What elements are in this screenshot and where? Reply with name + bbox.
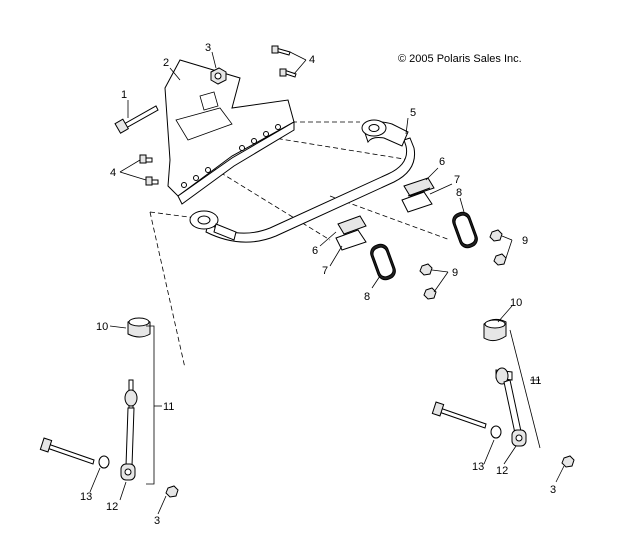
callout-6-left: 6 <box>312 245 318 257</box>
leader-lines <box>89 51 565 515</box>
callout-12-left: 12 <box>106 501 118 513</box>
callout-5: 5 <box>410 107 416 119</box>
right-bushing-set <box>401 177 507 266</box>
callout-4-top: 4 <box>309 54 315 66</box>
callout-3-top: 3 <box>205 42 211 54</box>
callout-9-right: 9 <box>522 235 528 247</box>
callout-10-left: 10 <box>96 321 108 333</box>
right-link-assembly <box>431 318 575 468</box>
callout-11-left: 11 <box>163 401 174 413</box>
callout-8-left: 8 <box>364 291 370 303</box>
small-bolts <box>139 45 297 186</box>
nut-top <box>210 67 227 85</box>
callout-7-left: 7 <box>322 265 328 277</box>
callout-13-left: 13 <box>80 491 92 503</box>
callout-3-left: 3 <box>154 515 160 527</box>
left-link-assembly <box>39 317 179 498</box>
bolt-1 <box>114 105 159 134</box>
callout-8-right: 8 <box>456 187 462 199</box>
mounting-bracket <box>164 59 295 205</box>
callout-4-left: 4 <box>110 167 116 179</box>
sway-bar <box>189 119 416 243</box>
callout-1: 1 <box>121 89 127 101</box>
callout-2: 2 <box>163 57 169 69</box>
callout-13-right: 13 <box>472 461 484 473</box>
callout-3-right: 3 <box>550 484 556 496</box>
left-bushing-set <box>335 215 437 300</box>
callout-9-left: 9 <box>452 267 458 279</box>
callout-10-right: 10 <box>510 297 522 309</box>
callout-11-right: 11 <box>530 375 541 387</box>
copyright-text: © 2005 Polaris Sales Inc. <box>398 53 522 65</box>
callout-12-right: 12 <box>496 465 508 477</box>
callout-7-right: 7 <box>454 174 460 186</box>
callout-6-right: 6 <box>439 156 445 168</box>
